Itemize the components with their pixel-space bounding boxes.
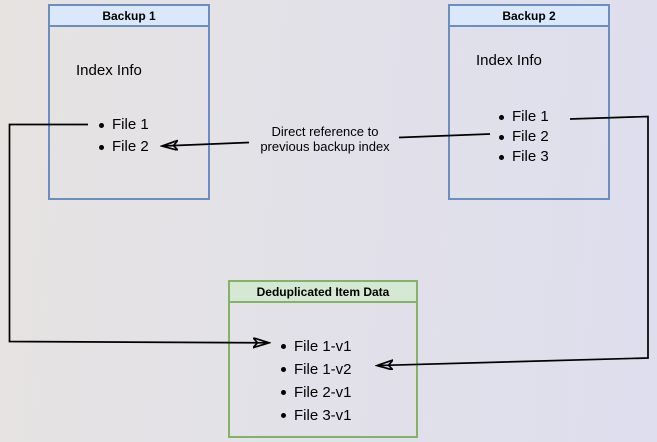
dedup-file-2v1: File 2-v1 xyxy=(280,381,352,404)
direct-reference-label-line2: previous backup index xyxy=(260,139,390,154)
backup2-file-1: File 1 xyxy=(498,107,549,127)
backup1-subtitle: Index Info xyxy=(76,62,142,79)
backup1-file-2: File 2 xyxy=(98,136,149,158)
dedup-box: Deduplicated Item Data File 1-v1 File 1-… xyxy=(228,280,418,438)
backup2-file-3: File 3 xyxy=(498,147,549,167)
dedup-file-1v2: File 1-v2 xyxy=(280,358,352,381)
backup2-file-list: File 1 File 2 File 3 xyxy=(498,107,549,167)
backup2-box: Backup 2 Index Info File 1 File 2 File 3 xyxy=(448,4,610,200)
dedup-title: Deduplicated Item Data xyxy=(230,282,416,303)
dedup-file-3v1: File 3-v1 xyxy=(280,404,352,427)
backup2-subtitle: Index Info xyxy=(476,52,542,69)
direct-reference-label-line1: Direct reference to xyxy=(271,124,379,139)
dedup-file-1v1: File 1-v1 xyxy=(280,335,352,358)
dedup-file-list: File 1-v1 File 1-v2 File 2-v1 File 3-v1 xyxy=(280,335,352,427)
backup1-file-1: File 1 xyxy=(98,114,149,136)
backup1-title: Backup 1 xyxy=(50,6,208,27)
backup2-file-2: File 2 xyxy=(498,127,549,147)
backup1-box: Backup 1 Index Info File 1 File 2 xyxy=(48,4,210,200)
backup1-file-list: File 1 File 2 xyxy=(98,114,149,158)
backup2-title: Backup 2 xyxy=(450,6,608,27)
direct-reference-label: Direct reference to previous backup inde… xyxy=(240,124,410,154)
